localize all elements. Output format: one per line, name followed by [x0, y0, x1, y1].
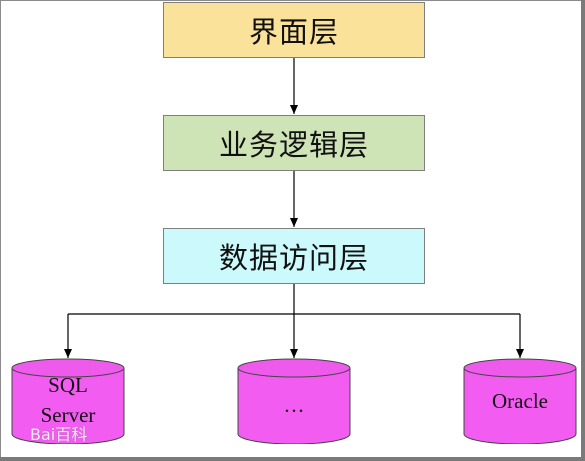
baidu-baike-watermark: Bai百科	[30, 425, 88, 444]
database-other-label: …	[283, 393, 305, 417]
database-cylinder-icon	[463, 358, 577, 444]
database-sql-label-line1: SQL	[48, 373, 88, 397]
database-oracle: Oracle	[463, 358, 577, 444]
database-oracle-label: Oracle	[492, 389, 548, 413]
business-logic-layer-label: 业务逻辑层	[218, 128, 369, 162]
data-access-layer-label: 数据访问层	[218, 241, 369, 275]
data-access-layer-box: 数据访问层	[163, 228, 425, 284]
database-cylinder-icon	[237, 358, 351, 444]
database-sql-server: SQL Server	[11, 358, 125, 444]
database-cylinder-icon	[11, 358, 125, 444]
ui-layer-box: 界面层	[163, 2, 425, 58]
frame-edge	[581, 0, 585, 461]
database-other: …	[237, 358, 351, 444]
business-logic-layer-box: 业务逻辑层	[163, 115, 425, 171]
database-sql-label-line2: Server	[40, 403, 96, 427]
ui-layer-label: 界面层	[248, 15, 339, 49]
frame-edge	[0, 457, 585, 461]
